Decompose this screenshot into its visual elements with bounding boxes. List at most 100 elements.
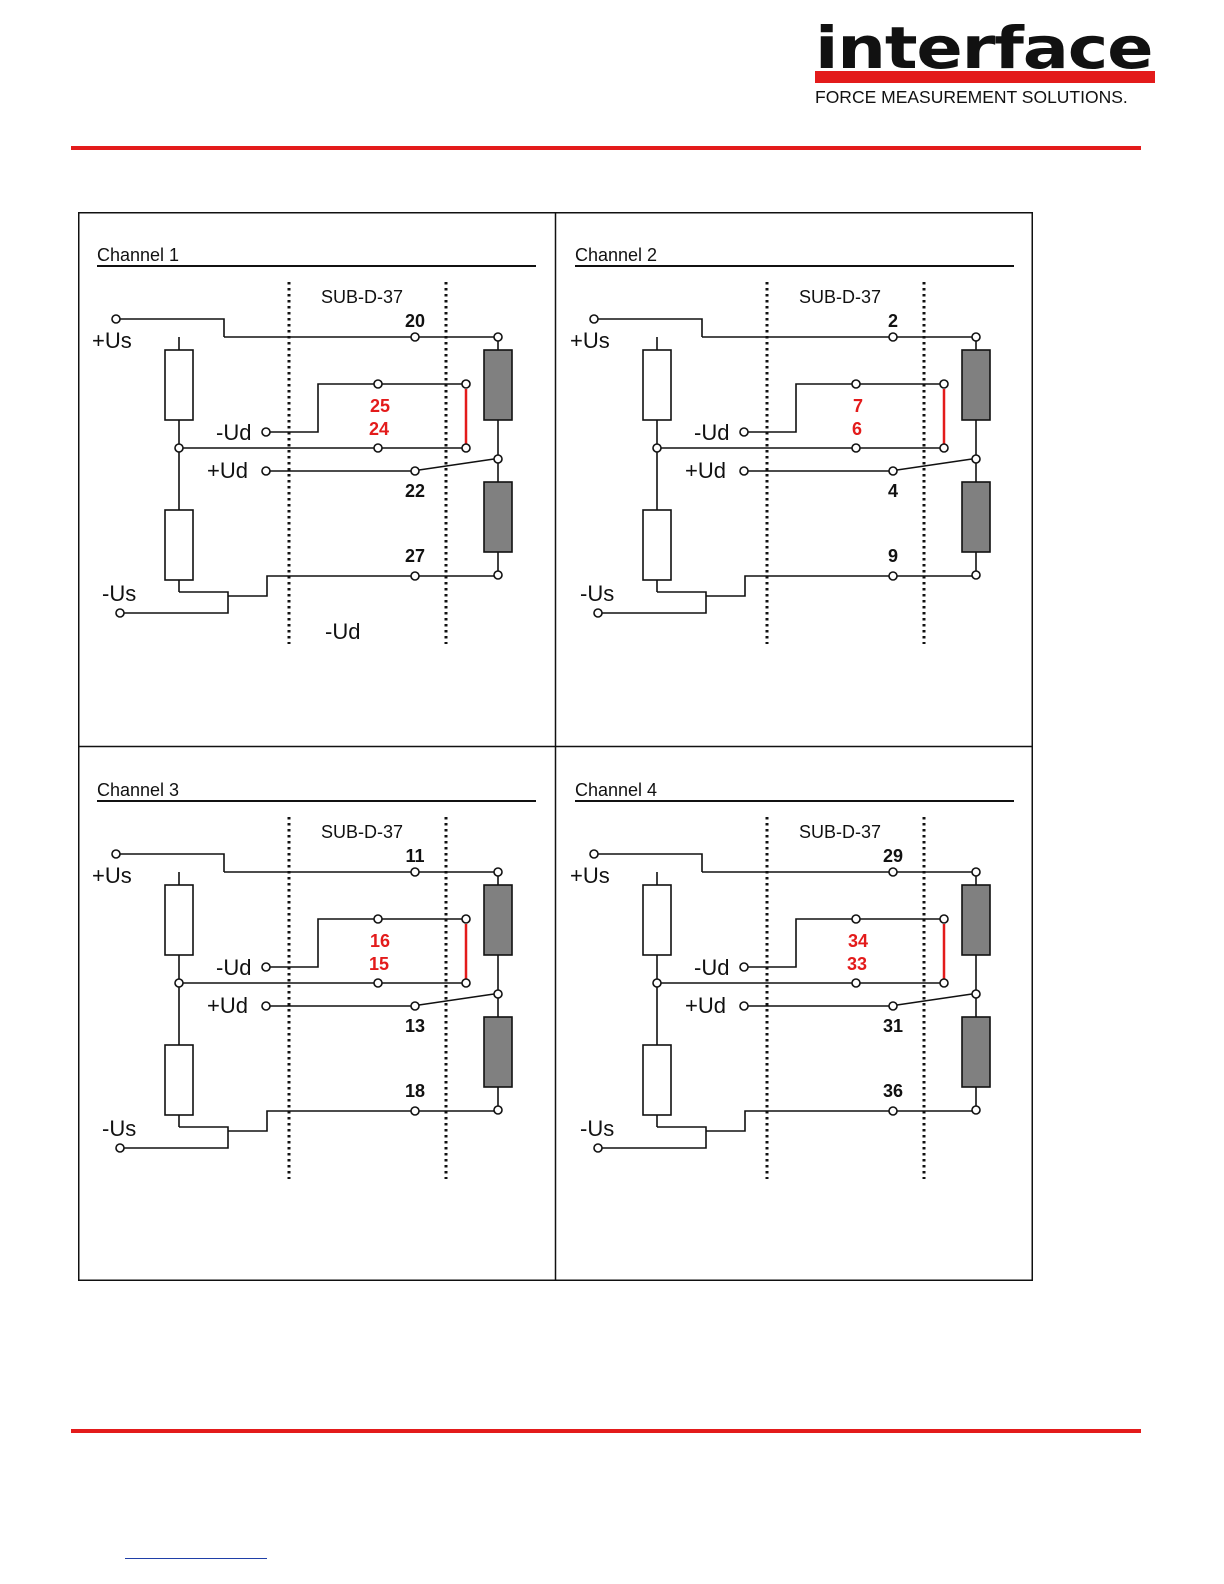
channel-schematic: Channel 1 SUB-D-37 (78, 212, 555, 746)
terminal-plus-ud (262, 467, 270, 475)
pin-top (411, 333, 419, 341)
terminal-minus-ud (740, 428, 748, 436)
pin-number-top: 20 (405, 311, 425, 331)
bridge-node-bottom (972, 571, 980, 579)
terminal-plus-us (112, 315, 120, 323)
pin-number-sense-b: 6 (852, 419, 862, 439)
connector-label: SUB-D-37 (799, 287, 881, 307)
bridge-resistor-bottom (484, 482, 512, 552)
channel-title: Channel 4 (575, 780, 657, 800)
pin-sense-b (374, 444, 382, 452)
junction-mid (175, 979, 183, 987)
label-plus-ud: +Ud (685, 458, 726, 483)
pin-bottom (889, 1107, 897, 1115)
label-minus-ud: -Ud (216, 420, 251, 445)
terminal-minus-us (116, 609, 124, 617)
jumper-node-b (940, 979, 948, 987)
label-minus-us: -Us (102, 581, 136, 606)
pin-number-sense-b: 24 (369, 419, 389, 439)
channel-panel-2: Channel 2 SUB-D-37 (556, 212, 1033, 746)
logo-tagline: FORCE MEASUREMENT SOLUTIONS. (815, 87, 1160, 108)
label-plus-us: +Us (570, 863, 610, 888)
pin-number-signal: 31 (883, 1016, 903, 1036)
pin-sense-a (852, 380, 860, 388)
label-minus-us: -Us (580, 581, 614, 606)
channel-panel-1: Channel 1 SUB-D-37 (78, 212, 555, 746)
pin-bottom (889, 572, 897, 580)
pin-top (411, 868, 419, 876)
label-plus-ud: +Ud (685, 993, 726, 1018)
divider-resistor-top (643, 885, 671, 955)
label-minus-us: -Us (580, 1116, 614, 1141)
divider-resistor-top (643, 350, 671, 420)
junction-mid (653, 979, 661, 987)
logo-wordmark: interface (815, 18, 1222, 78)
label-plus-us: +Us (92, 863, 132, 888)
bridge-node-mid (972, 990, 980, 998)
divider-resistor-bottom (643, 1045, 671, 1115)
label-minus-ud: -Ud (216, 955, 251, 980)
bridge-resistor-top (484, 885, 512, 955)
jumper-node-b (462, 979, 470, 987)
footer-link-underline (125, 1558, 267, 1559)
bridge-resistor-bottom (962, 1017, 990, 1087)
pin-number-sense-b: 33 (847, 954, 867, 974)
pin-number-sense-b: 15 (369, 954, 389, 974)
terminal-plus-ud (740, 467, 748, 475)
terminal-plus-ud (740, 1002, 748, 1010)
pin-number-top: 29 (883, 846, 903, 866)
jumper-node-a (462, 915, 470, 923)
pin-top (889, 333, 897, 341)
connector-label: SUB-D-37 (321, 822, 403, 842)
label-minus-ud: -Ud (694, 420, 729, 445)
label-plus-ud: +Ud (207, 993, 248, 1018)
divider-resistor-bottom (643, 510, 671, 580)
terminal-minus-us (594, 609, 602, 617)
bridge-node-bottom (494, 1106, 502, 1114)
pin-number-top: 2 (888, 311, 898, 331)
jumper-node-a (940, 380, 948, 388)
label-plus-us: +Us (570, 328, 610, 353)
pin-number-signal: 13 (405, 1016, 425, 1036)
bridge-resistor-top (962, 885, 990, 955)
pin-number-signal: 4 (888, 481, 898, 501)
header-divider (71, 146, 1141, 150)
pin-number-bottom: 9 (888, 546, 898, 566)
divider-resistor-top (165, 350, 193, 420)
bridge-node-mid (494, 455, 502, 463)
bridge-resistor-bottom (962, 482, 990, 552)
bridge-node-top (494, 868, 502, 876)
terminal-minus-us (594, 1144, 602, 1152)
pin-number-signal: 22 (405, 481, 425, 501)
pin-top (889, 868, 897, 876)
pin-bottom (411, 1107, 419, 1115)
pin-bottom (411, 572, 419, 580)
logo-red-bar (815, 71, 1155, 83)
pin-signal (889, 1002, 897, 1010)
bridge-resistor-top (484, 350, 512, 420)
bridge-resistor-top (962, 350, 990, 420)
jumper-node-a (940, 915, 948, 923)
terminal-minus-ud (262, 963, 270, 971)
terminal-minus-ud (262, 428, 270, 436)
junction-mid (175, 444, 183, 452)
pin-number-bottom: 36 (883, 1081, 903, 1101)
bridge-resistor-bottom (484, 1017, 512, 1087)
channel-schematic: Channel 4 SUB-D-37 (556, 747, 1033, 1281)
label-extra: -Ud (325, 619, 360, 644)
channel-panel-3: Channel 3 SUB-D-37 (78, 747, 555, 1281)
pin-number-sense-a: 34 (848, 931, 868, 951)
label-minus-us: -Us (102, 1116, 136, 1141)
pin-number-sense-a: 7 (853, 396, 863, 416)
pin-signal (889, 467, 897, 475)
label-plus-ud: +Ud (207, 458, 248, 483)
jumper-node-a (462, 380, 470, 388)
pin-number-bottom: 18 (405, 1081, 425, 1101)
bridge-node-top (494, 333, 502, 341)
divider-resistor-bottom (165, 1045, 193, 1115)
terminal-minus-us (116, 1144, 124, 1152)
footer-divider (71, 1429, 1141, 1433)
bridge-node-top (972, 868, 980, 876)
pin-number-top: 11 (405, 846, 424, 866)
divider-resistor-bottom (165, 510, 193, 580)
